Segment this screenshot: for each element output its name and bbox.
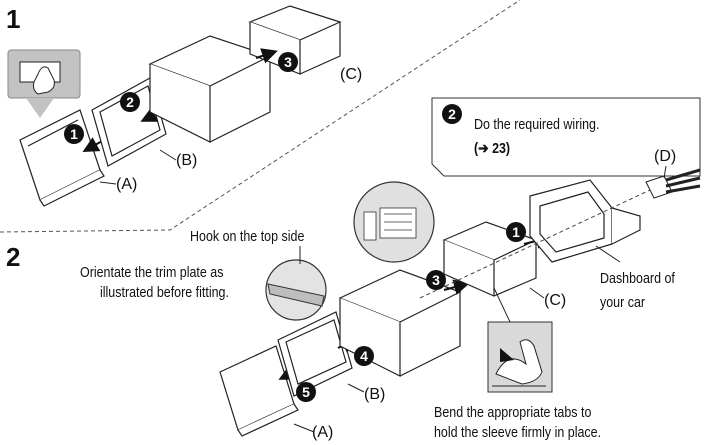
sleeve-c-step1 [248,5,342,75]
wiring-instruction: Do the required wiring. [474,117,600,133]
dashboard-note-line2: your car [600,295,646,311]
callout-1-step2: 1 [506,222,526,242]
orientate-note-line1: Orientate the trim plate as [80,265,224,281]
wiring-page-ref: (➔ 23) [474,141,511,157]
faceplate-a-step1 [19,109,105,207]
trim-plate-b-step2 [277,311,353,397]
arrow-step1-3 [255,48,278,64]
part-label-d: (D) [654,148,677,165]
section-divider [0,0,521,233]
callout-2-wiring: 2 [442,104,462,124]
callout-1-step1: 1 [64,124,84,144]
dashboard-note-line1: Dashboard of [600,271,675,287]
callout-3-step2: 3 [426,270,446,290]
step-2-number: 2 [6,242,21,272]
part-label-c-step2: (C) [544,292,567,309]
step-1-number: 1 [6,4,21,34]
part-label-c-step1: (C) [340,66,363,83]
bend-tabs-note-line2: hold the sleeve firmly in place. [434,425,602,441]
part-label-b-step1: (B) [176,152,198,169]
wiring-connector-d [645,168,701,199]
part-label-a-step2: (A) [312,424,334,441]
arrow-step2-3 [443,279,470,295]
hook-top-side-note: Hook on the top side [190,229,305,245]
sleeve-c-step2 [442,221,538,297]
part-label-b-step2: (B) [364,386,386,403]
press-release-icon [7,49,81,118]
orientate-note-line2: illustrated before fitting. [100,285,229,301]
bend-tabs-note-line1: Bend the appropriate tabs to [434,405,592,421]
faceplate-a-step2 [219,345,299,437]
callout-4-step2: 4 [354,346,374,366]
dashboard [529,179,641,263]
tab-bend-detail [487,321,553,393]
wiring-dashed-line [419,189,651,299]
callout-3-step1: 3 [278,52,298,72]
wiring-callout-box [431,97,701,177]
part-label-a-step1: (A) [116,176,138,193]
callout-5-step2: 5 [296,382,316,402]
main-unit-step1 [148,35,272,143]
callout-2-step1: 2 [120,92,140,112]
trim-plate-b-step1 [91,77,167,167]
